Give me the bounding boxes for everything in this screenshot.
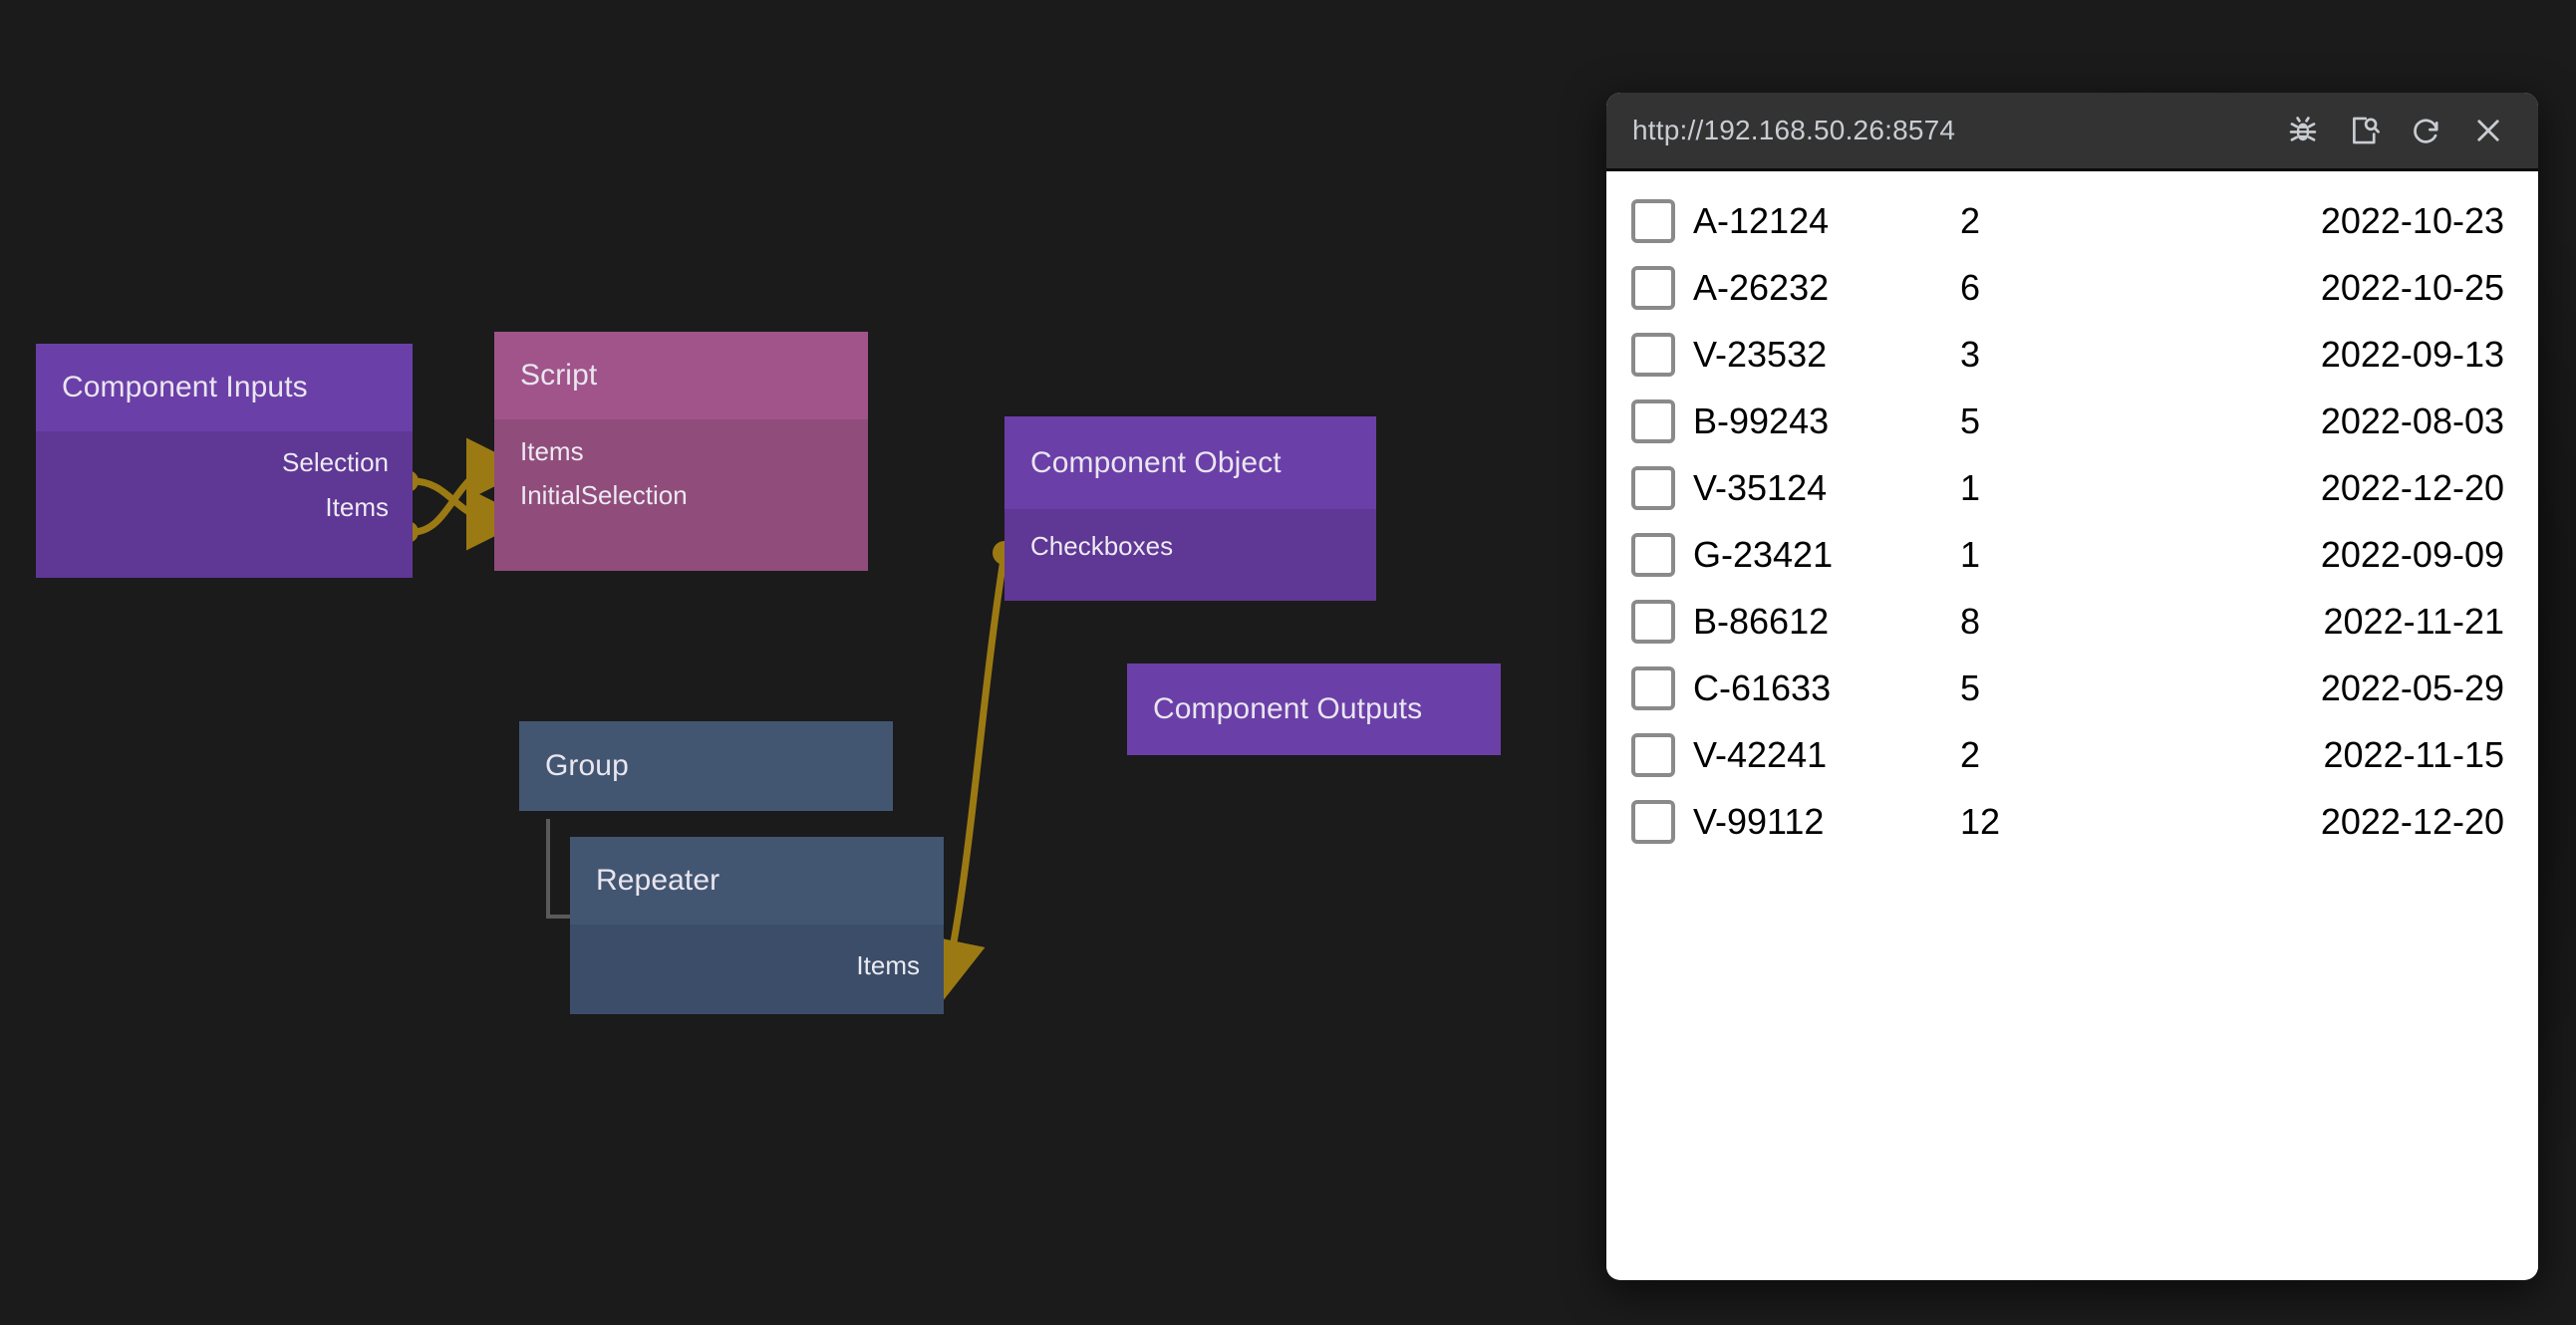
cell-id: A-26232	[1693, 266, 1830, 308]
port-repeater-items[interactable]: Items	[570, 925, 944, 986]
cell-date: 2022-11-15	[2323, 733, 2504, 775]
node-title: Component Outputs	[1127, 663, 1501, 755]
row-checkbox[interactable]	[1631, 265, 1675, 310]
row-checkbox[interactable]	[1631, 799, 1675, 844]
node-group[interactable]: Group	[519, 721, 893, 811]
node-title: Component Inputs	[36, 344, 413, 431]
cell-count: 2	[1960, 733, 1981, 775]
edge-checkboxes-to-repeater-items	[923, 552, 1008, 1003]
cell-date: 2022-09-09	[2320, 533, 2504, 575]
cell-id: B-99243	[1693, 399, 1830, 441]
browser-toolbar: http://192.168.50.26:8574	[1606, 93, 2538, 171]
cell-id: A-12124	[1693, 199, 1830, 241]
node-repeater[interactable]: Repeater Items	[570, 837, 944, 1014]
port-script-initialselection-label: InitialSelection	[520, 479, 688, 510]
row-checkbox[interactable]	[1631, 398, 1675, 443]
cell-id: V-35124	[1693, 466, 1828, 508]
node-script-title: Script	[520, 359, 598, 392]
cell-date: 2022-09-13	[2320, 333, 2504, 375]
node-body: Selection Items	[36, 431, 413, 578]
edge-items-to-items	[412, 437, 529, 536]
table-row[interactable]: V-99112 12 2022-12-20	[1606, 788, 2538, 855]
cell-count: 3	[1960, 333, 1981, 375]
row-checkbox[interactable]	[1631, 665, 1675, 710]
cell-id: G-23421	[1693, 533, 1834, 575]
row-checkbox[interactable]	[1631, 332, 1675, 377]
cell-date: 2022-10-25	[2320, 266, 2504, 308]
node-body: Items InitialSelection	[494, 419, 868, 571]
port-selection-label: Selection	[282, 446, 389, 477]
cell-count: 5	[1960, 666, 1981, 708]
row-checkbox[interactable]	[1631, 465, 1675, 510]
cell-date: 2022-12-20	[2320, 466, 2504, 508]
port-selection[interactable]: Selection	[36, 431, 413, 481]
cell-id: C-61633	[1693, 666, 1832, 708]
cell-id: V-23532	[1693, 333, 1828, 375]
edge-selection-to-initialselection	[412, 477, 529, 551]
node-repeater-title: Repeater	[596, 864, 720, 897]
node-title: Group	[519, 721, 893, 811]
bug-icon[interactable]	[2275, 103, 2331, 158]
reload-icon[interactable]	[2399, 103, 2454, 158]
inspect-page-icon[interactable]	[2337, 103, 2393, 158]
port-script-initialselection[interactable]: InitialSelection	[494, 469, 868, 521]
port-repeater-items-label: Items	[856, 949, 920, 980]
cell-id: V-42241	[1693, 733, 1828, 775]
cell-count: 12	[1960, 800, 2001, 842]
table-row[interactable]: A-12124 2 2022-10-23	[1606, 187, 2538, 254]
node-body: Checkboxes	[1004, 509, 1376, 601]
node-title: Script	[494, 332, 868, 419]
port-script-items[interactable]: Items	[494, 419, 868, 469]
cell-count: 2	[1960, 199, 1981, 241]
port-script-items-label: Items	[520, 435, 584, 466]
cell-date: 2022-11-21	[2323, 600, 2504, 642]
node-component-inputs-title: Component Inputs	[62, 371, 308, 403]
cell-id: V-99112	[1693, 800, 1825, 842]
row-checkbox[interactable]	[1631, 198, 1675, 243]
node-component-outputs[interactable]: Component Outputs	[1127, 663, 1501, 755]
node-component-object-title: Component Object	[1030, 445, 1282, 479]
row-checkbox[interactable]	[1631, 599, 1675, 644]
table-row[interactable]: B-99243 5 2022-08-03	[1606, 388, 2538, 454]
node-component-object[interactable]: Component Object Checkboxes	[1004, 416, 1376, 601]
url-text[interactable]: http://192.168.50.26:8574	[1632, 115, 1956, 145]
row-checkbox[interactable]	[1631, 532, 1675, 577]
cell-date: 2022-12-20	[2320, 800, 2504, 842]
row-checkbox[interactable]	[1631, 732, 1675, 777]
node-title: Repeater	[570, 837, 944, 925]
node-component-outputs-title: Component Outputs	[1153, 692, 1423, 725]
table-row[interactable]: A-26232 6 2022-10-25	[1606, 254, 2538, 321]
port-checkboxes-label: Checkboxes	[1030, 530, 1174, 561]
port-items[interactable]: Items	[36, 481, 413, 533]
table-row[interactable]: V-23532 3 2022-09-13	[1606, 321, 2538, 388]
cell-count: 1	[1960, 533, 1981, 575]
port-checkboxes[interactable]: Checkboxes	[1004, 509, 1376, 569]
group-child-bracket	[546, 819, 574, 919]
table-row[interactable]: V-42241 2 2022-11-15	[1606, 721, 2538, 788]
cell-date: 2022-10-23	[2320, 199, 2504, 241]
close-icon[interactable]	[2460, 103, 2516, 158]
embedded-browser-panel[interactable]: http://192.168.50.26:8574	[1606, 93, 2538, 1280]
node-title: Component Object	[1004, 416, 1376, 509]
node-script[interactable]: Script Items InitialSelection	[494, 332, 868, 571]
cell-date: 2022-05-29	[2320, 666, 2504, 708]
cell-id: B-86612	[1693, 600, 1830, 642]
checkbox-table[interactable]: A-12124 2 2022-10-23 A-26232 6 2022-10-2…	[1606, 171, 2538, 1277]
cell-date: 2022-08-03	[2320, 399, 2504, 441]
cell-count: 1	[1960, 466, 1981, 508]
cell-count: 8	[1960, 600, 1981, 642]
cell-count: 6	[1960, 266, 1981, 308]
table-row[interactable]: V-35124 1 2022-12-20	[1606, 454, 2538, 521]
cell-count: 5	[1960, 399, 1981, 441]
table-row[interactable]: G-23421 1 2022-09-09	[1606, 521, 2538, 588]
node-body: Items	[570, 925, 944, 1014]
node-group-title: Group	[545, 749, 629, 782]
table-row[interactable]: C-61633 5 2022-05-29	[1606, 655, 2538, 721]
port-items-label: Items	[325, 491, 389, 522]
table-row[interactable]: B-86612 8 2022-11-21	[1606, 588, 2538, 655]
node-component-inputs[interactable]: Component Inputs Selection Items	[36, 344, 413, 578]
